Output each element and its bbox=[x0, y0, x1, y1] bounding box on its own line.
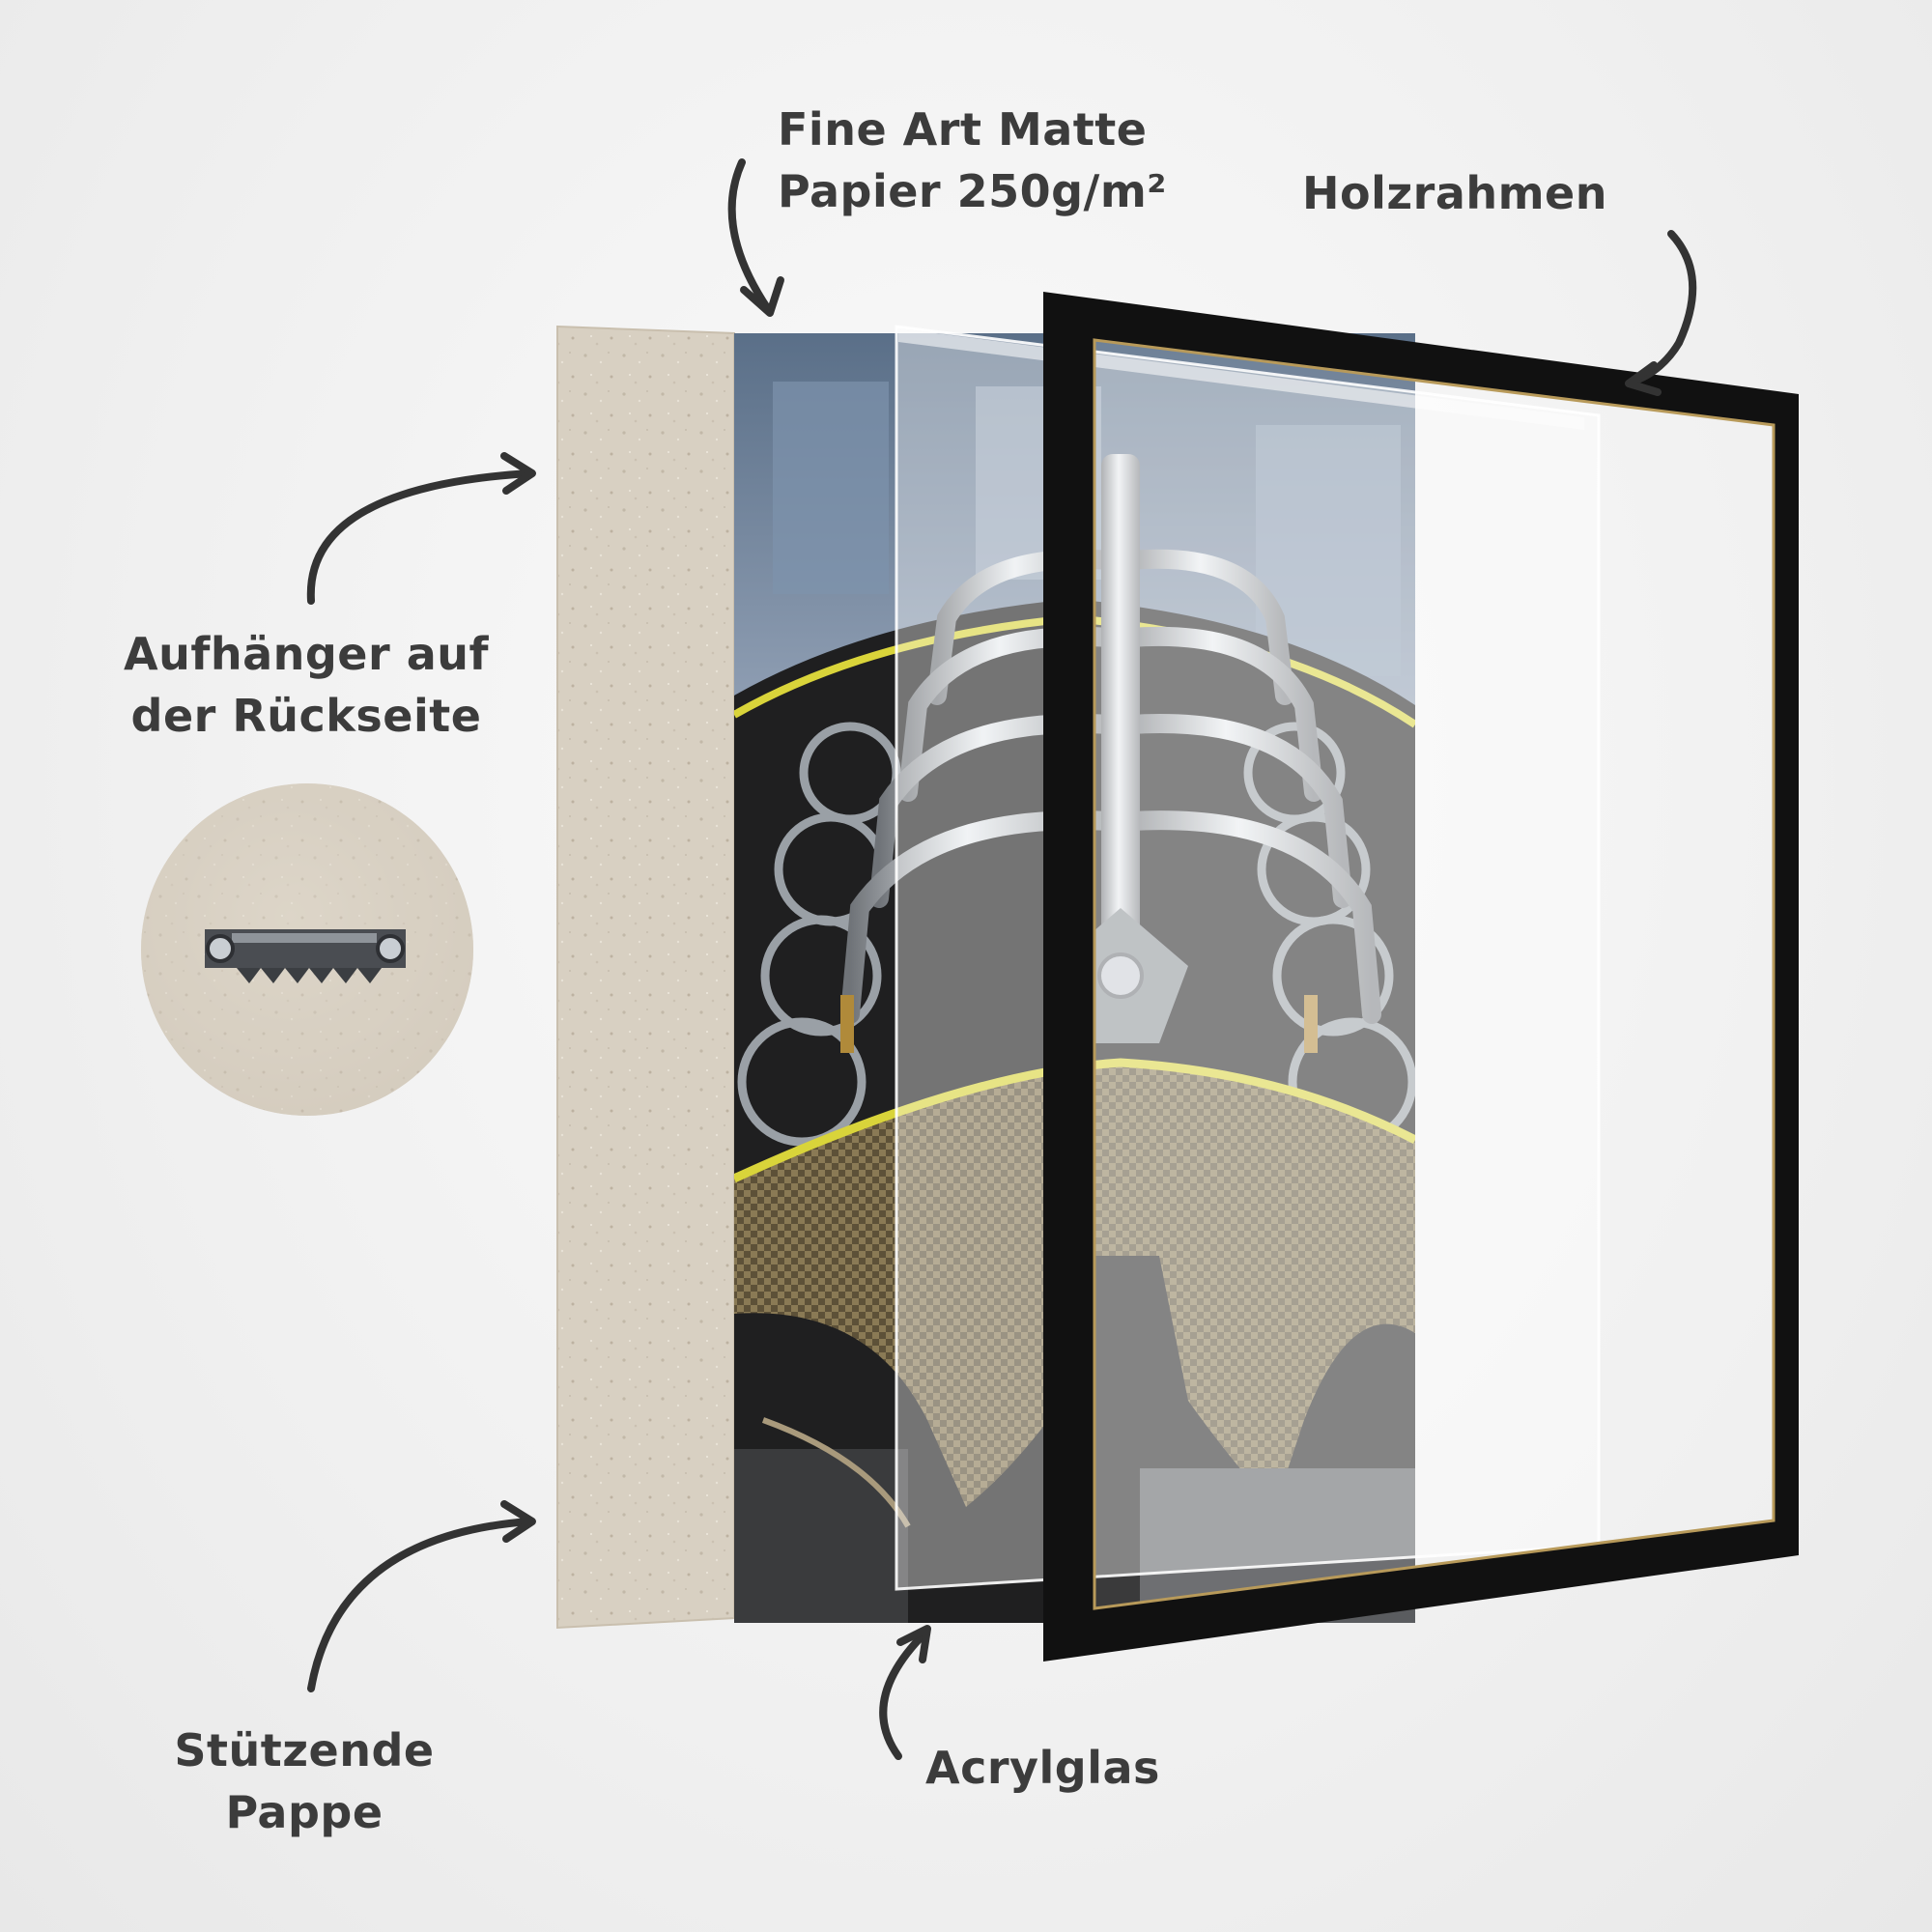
label-hanger: Aufhänger auf der Rückseite bbox=[123, 628, 490, 742]
sawtooth-hanger-icon bbox=[205, 929, 406, 983]
label-acrylic-glass: Acrylglas bbox=[925, 1742, 1160, 1794]
label-wooden-frame: Holzrahmen bbox=[1302, 167, 1607, 219]
curved-arrow-icon bbox=[1625, 230, 1697, 396]
label-fine-art-paper: Fine Art Matte Papier 250g/m² bbox=[778, 103, 1167, 217]
curved-arrow-icon bbox=[879, 1625, 931, 1760]
label-backing-cardboard: Stützende Pappe bbox=[174, 1724, 435, 1838]
curved-arrow-icon bbox=[307, 1500, 536, 1692]
wooden-frame bbox=[1043, 292, 1799, 1662]
curved-arrow-icon bbox=[306, 452, 536, 605]
backing-cardboard bbox=[556, 325, 735, 1630]
hanger-detail-disc bbox=[141, 783, 473, 1116]
curved-arrow-icon bbox=[727, 158, 784, 317]
